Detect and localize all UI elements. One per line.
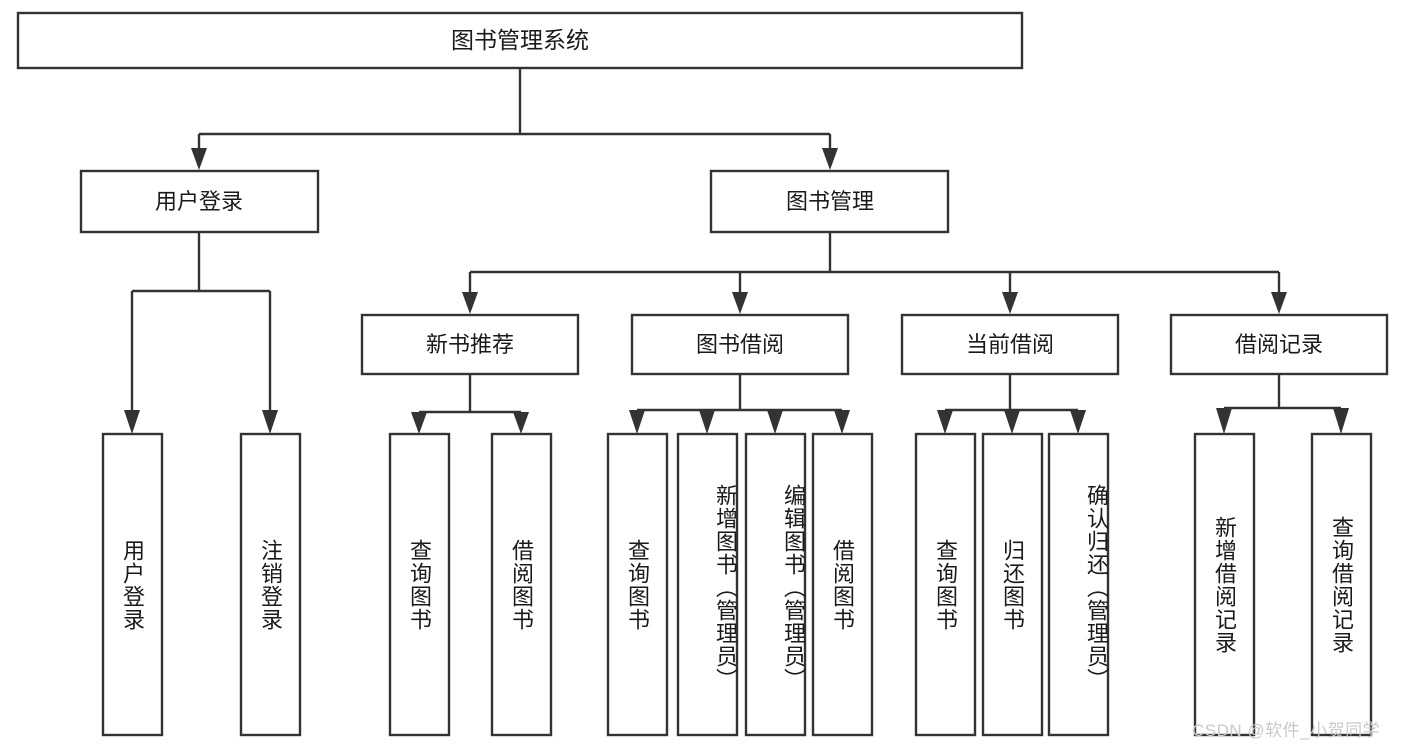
node-root-label: 图书管理系统 <box>451 27 589 53</box>
arrow-head-leaf-add-book <box>699 410 715 434</box>
node-borrow-record-label: 借阅记录 <box>1235 332 1323 357</box>
node-user-login-label: 用户登录 <box>155 189 243 214</box>
arrow-head-leaf-query-record <box>1333 408 1349 434</box>
node-book-manage[interactable] <box>709 169 950 234</box>
arrow-head-new-book-recommend <box>462 292 478 314</box>
node-new-book-recommend-label: 新书推荐 <box>426 332 514 357</box>
connector-group-root <box>191 68 838 170</box>
node-leaf-query-record[interactable] <box>1310 432 1373 737</box>
connector-group-book-borrow <box>629 374 850 434</box>
arrow-head-leaf-borrow-book-2 <box>834 410 850 434</box>
node-leaf-return-book[interactable] <box>981 432 1044 737</box>
node-leaf-borrow-book-2[interactable] <box>811 432 874 737</box>
node-leaf-add-book[interactable] <box>676 432 739 737</box>
node-leaf-borrow-book-1[interactable] <box>490 432 553 737</box>
node-user-login[interactable] <box>79 169 320 234</box>
connector-group-user-login <box>124 232 278 434</box>
arrow-head-leaf-confirm-return <box>1070 410 1086 434</box>
csdn-watermark: CSDN @软件_小贺同学 <box>1192 721 1381 740</box>
arrow-head-leaf-edit-book <box>767 410 783 434</box>
node-leaf-add-record[interactable] <box>1193 432 1256 737</box>
arrow-head-leaf-borrow-book-1 <box>513 412 529 434</box>
node-leaf-edit-book[interactable] <box>744 432 807 737</box>
node-leaf-user-logout[interactable] <box>239 432 302 737</box>
arrow-head-leaf-add-record <box>1216 408 1232 434</box>
arrow-head-leaf-user-logout <box>262 410 278 434</box>
arrow-head-borrow-record <box>1271 292 1287 314</box>
connector-group-current-borrow <box>937 374 1086 434</box>
node-leaf-user-login[interactable] <box>101 432 164 737</box>
connector-group-borrow-record <box>1216 374 1349 434</box>
node-leaf-query-book-2[interactable] <box>606 432 669 737</box>
node-borrow-record[interactable] <box>1169 313 1389 376</box>
node-new-book-recommend[interactable] <box>360 313 580 376</box>
node-book-borrow[interactable] <box>630 313 850 376</box>
arrow-head-book-manage <box>822 148 838 170</box>
arrow-head-current-borrow <box>1002 292 1018 314</box>
arrow-head-leaf-query-book-1 <box>411 412 427 434</box>
node-leaf-confirm-return[interactable] <box>1047 432 1110 737</box>
connector-group-new-book-recommend <box>411 374 529 434</box>
node-current-borrow[interactable] <box>900 313 1120 376</box>
node-book-manage-label: 图书管理 <box>786 189 874 214</box>
arrow-head-book-borrow <box>732 292 748 314</box>
connector-group-book-manage <box>462 232 1287 314</box>
node-leaf-query-book-3[interactable] <box>914 432 977 737</box>
node-book-borrow-label: 图书借阅 <box>696 332 784 357</box>
arrow-head-leaf-query-book-3 <box>937 410 953 434</box>
arrow-head-user-login <box>191 148 207 170</box>
node-current-borrow-label: 当前借阅 <box>966 332 1054 357</box>
arrow-head-leaf-query-book-2 <box>629 410 645 434</box>
node-root[interactable] <box>16 11 1024 70</box>
node-leaf-query-book-1[interactable] <box>388 432 451 737</box>
arrow-head-leaf-user-login <box>124 410 140 434</box>
arrow-head-leaf-return-book <box>1004 410 1020 434</box>
